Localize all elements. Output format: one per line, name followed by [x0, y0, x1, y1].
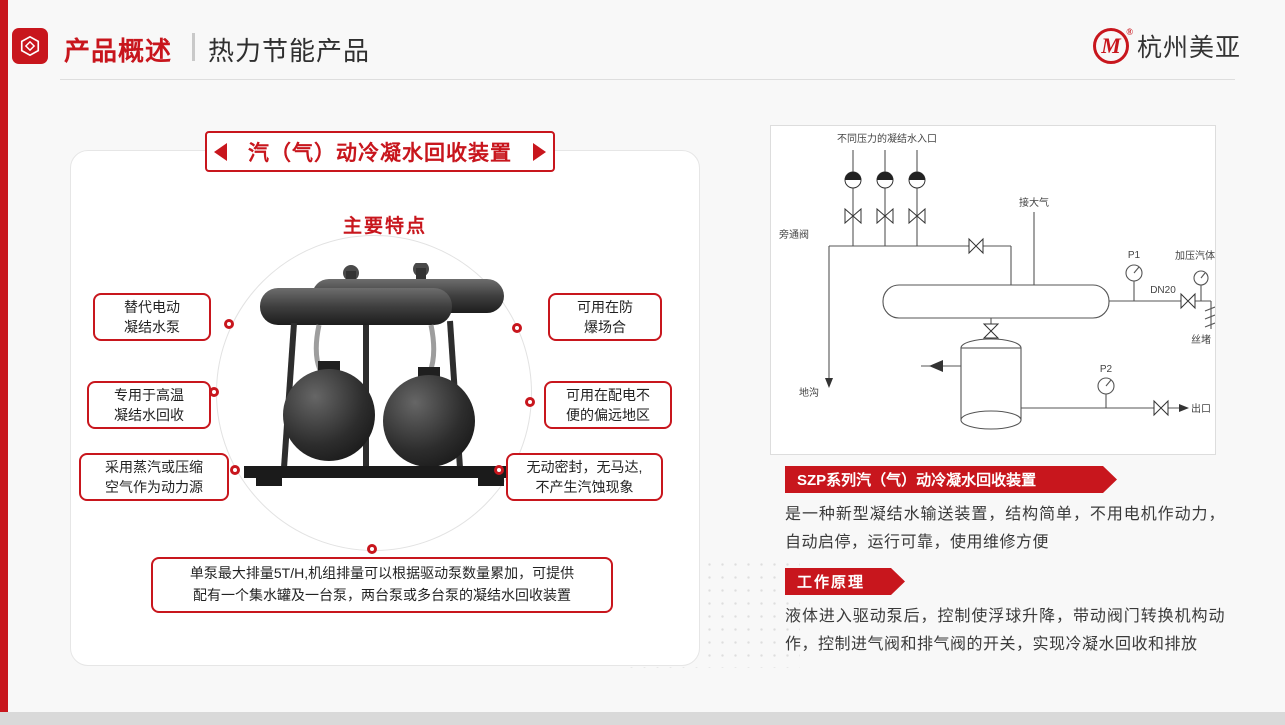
banner-right-arrow-icon: [533, 142, 546, 161]
product-title-banner: 汽（气）动冷凝水回收装置: [205, 131, 555, 172]
product-title: 汽（气）动冷凝水回收装置: [248, 141, 512, 165]
connector-dot: [525, 397, 535, 407]
section-working-principle-text: 液体进入驱动泵后，控制使浮球升降，带动阀门转换机构动作，控制进气阀和排气阀的开关…: [785, 608, 1225, 653]
diagram-label-pressurized-steam: 加压汽体: [1175, 249, 1215, 262]
feature-line: 不产生汽蚀现象: [535, 479, 634, 495]
header-rule: [60, 79, 1235, 80]
note-line: 单泵最大排量5T/H,机组排量可以根据驱动泵数量累加，可提供: [189, 565, 575, 582]
feature-line: 专用于高温: [114, 386, 184, 403]
connector-dot: [209, 387, 219, 397]
brand-logo: M ® 杭州美亚: [1093, 27, 1242, 64]
section-title-working-principle: 工作原理: [785, 568, 905, 595]
hexagon-package-icon: [20, 35, 40, 57]
diagram-label-atmosphere: 接大气: [1019, 196, 1049, 209]
product-box-icon: [12, 28, 48, 64]
logo-m-icon: M ®: [1093, 27, 1133, 64]
section-title-text: SZP系列汽（气）动冷凝水回收装置: [797, 472, 1037, 489]
feature-line: 替代电动: [124, 298, 180, 315]
schematic-drawing: 不同压力的凝结水入口 旁通阀 地沟 接大气 P1 DN20 加压汽体 丝堵 P2…: [779, 132, 1215, 430]
connector-dot: [512, 323, 522, 333]
piping-schematic: 不同压力的凝结水入口 旁通阀 地沟 接大气 P1 DN20 加压汽体 丝堵 P2…: [770, 125, 1216, 455]
diagram-label-plug: 丝堵: [1191, 333, 1211, 346]
feature-line: 无动密封，无马达,: [526, 458, 643, 475]
features-card: 主要特点: [70, 150, 700, 666]
page-title: 产品概述: [64, 36, 173, 66]
section-title-text: 工作原理: [797, 574, 866, 591]
page-subtitle: 热力节能产品: [208, 36, 371, 66]
connector-dot: [494, 465, 504, 475]
feature-line: 便的偏远地区: [566, 407, 650, 423]
condensate-pump-illustration: [244, 261, 516, 486]
registered-mark: ®: [1126, 27, 1133, 37]
feature-line: 凝结水泵: [124, 319, 180, 335]
feature-box-power-source: 采用蒸汽或压缩 空气作为动力源: [79, 453, 229, 501]
section-szp-description: 是一种新型凝结水输送装置，结构简单，不用电机作动力，自动启停，运行可靠，使用维修…: [785, 506, 1225, 551]
feature-line: 爆场合: [584, 319, 626, 335]
section-title-szp-series: SZP系列汽（气）动冷凝水回收装置: [785, 466, 1117, 493]
header-divider: [192, 33, 195, 61]
connector-dot: [224, 319, 234, 329]
logo-letter: M: [1101, 33, 1121, 58]
diagram-label-drain: 地沟: [799, 386, 819, 399]
feature-box-no-seal-no-motor: 无动密封，无马达, 不产生汽蚀现象: [506, 453, 663, 501]
capacity-note-box: 单泵最大排量5T/H,机组排量可以根据驱动泵数量累加，可提供 配有一个集水罐及一…: [151, 557, 613, 613]
banner-left-arrow-icon: [214, 142, 227, 161]
brand-name: 杭州美亚: [1137, 34, 1242, 62]
bottom-gray-bar: [0, 712, 1285, 725]
feature-box-high-temp: 专用于高温 凝结水回收: [87, 381, 211, 429]
feature-line: 凝结水回收: [114, 407, 184, 423]
diagram-label-outlet: 出口: [1191, 402, 1211, 415]
connector-dot: [230, 465, 240, 475]
feature-box-replace-electric-pump: 替代电动 凝结水泵: [93, 293, 211, 341]
diagram-label-inlet: 不同压力的凝结水入口: [837, 132, 937, 145]
diagram-label-p2: P2: [1100, 364, 1113, 375]
diagram-label-p1: P1: [1128, 250, 1141, 261]
diagram-label-dn20: DN20: [1150, 285, 1176, 296]
feature-box-explosion-proof: 可用在防 爆场合: [548, 293, 662, 341]
left-accent-bar: [0, 0, 8, 725]
feature-box-remote-area: 可用在配电不 便的偏远地区: [544, 381, 672, 429]
connector-dot: [367, 544, 377, 554]
feature-line: 可用在配电不: [566, 386, 650, 403]
product-image: [224, 261, 534, 498]
feature-line: 可用在防: [577, 298, 633, 315]
diagram-label-bypass-valve: 旁通阀: [779, 228, 809, 241]
features-heading: 主要特点: [342, 216, 427, 237]
note-line: 配有一个集水罐及一台泵，两台泵或多台泵的凝结水回收装置: [193, 587, 571, 603]
feature-line: 采用蒸汽或压缩: [105, 458, 203, 475]
feature-line: 空气作为动力源: [105, 479, 203, 495]
